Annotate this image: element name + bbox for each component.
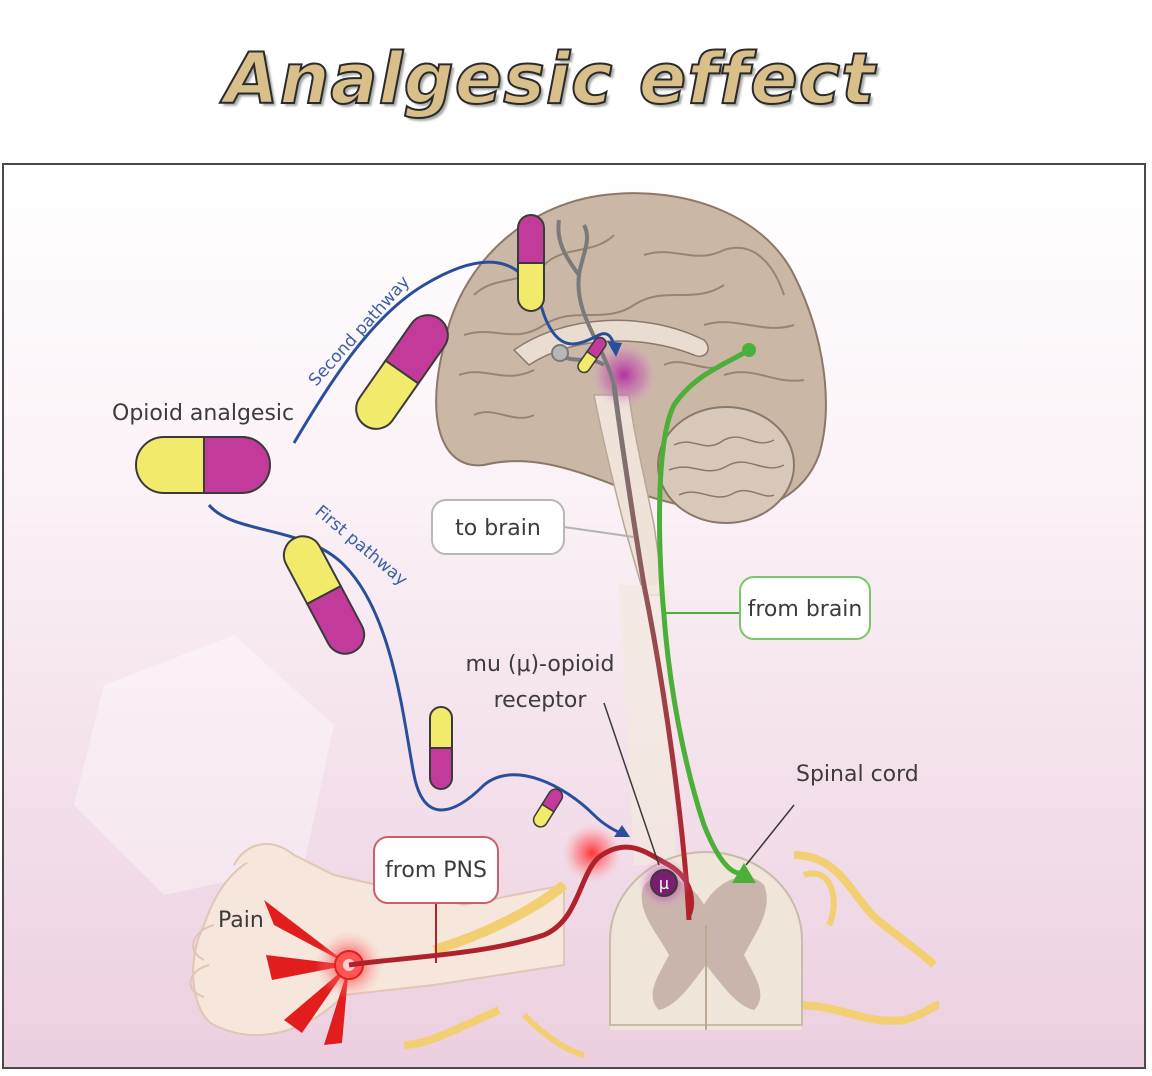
receptor-pointer [603, 702, 660, 866]
mu-symbol: μ [659, 874, 669, 893]
analgesic-diagram: μ to brain from brain [2, 163, 1146, 1069]
pill-main [135, 436, 271, 494]
to-brain-label: to brain [455, 516, 541, 541]
diagram-canvas: μ to brain from brain [4, 165, 1144, 1067]
spinal-column [619, 585, 676, 865]
descending-pathway [657, 347, 751, 876]
pill-brain-vertical [517, 214, 545, 312]
from-brain-box: from brain [666, 576, 871, 640]
descending-terminal [732, 863, 756, 883]
pill-first-pathway-medium [429, 706, 453, 790]
from-pns-box: from PNS [373, 836, 499, 963]
to-brain-pathway [611, 384, 692, 921]
background-hexagon [74, 635, 334, 895]
spinal-cord-label: Spinal cord [796, 762, 919, 787]
from-pns-label: from PNS [385, 858, 487, 883]
pns-entry-glow [562, 823, 622, 883]
pill-brain-small [577, 336, 607, 374]
slide-title: Analgesic effect [223, 37, 876, 121]
gray-matter [641, 876, 767, 1010]
pill-second-pathway-large [355, 314, 449, 430]
pill-first-pathway-large [282, 535, 366, 655]
opioid-analgesic-label: Opioid analgesic [112, 401, 294, 426]
pill-first-pathway-small [532, 788, 564, 828]
pain-label: Pain [218, 908, 264, 933]
mu-receptor [650, 869, 678, 897]
thalamus-node [551, 344, 569, 362]
receptor-label-line2: receptor [494, 688, 588, 713]
spinal-cord-pointer [745, 804, 795, 866]
brain-receptor-glow [590, 341, 658, 409]
to-brain-box: to brain [431, 499, 635, 555]
spinal-cord-section [403, 851, 940, 1058]
cerebellum [657, 406, 795, 524]
from-brain-label: from brain [748, 597, 863, 622]
second-pathway-line [292, 260, 616, 444]
peripheral-nerve [432, 881, 568, 955]
descending-origin [742, 343, 756, 357]
receptor-label-line1: mu (μ)-opioid [466, 652, 615, 677]
brain-gray-tract [556, 219, 616, 386]
hand [189, 843, 565, 1036]
